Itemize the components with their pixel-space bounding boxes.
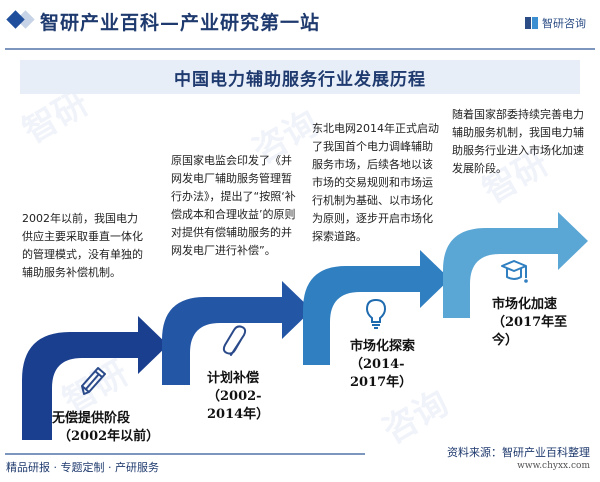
stage-4-period: （2017年至今） bbox=[492, 315, 568, 348]
paperclip-icon bbox=[222, 325, 247, 356]
stage-4-description: 随着国家部委持续完善电力辅助服务机制，我国电力辅助服务行业进入市场化加速发展阶段… bbox=[452, 108, 584, 175]
footer-tagline: 精品研报 · 专题定制 · 产研服务 bbox=[6, 461, 159, 474]
stage-1-name: 无偿提供阶段 bbox=[52, 411, 131, 426]
footer-url[interactable]: www.chyxx.com bbox=[517, 461, 590, 471]
stage-3-period: （2014-2017年） bbox=[350, 357, 413, 390]
brand-name: 智研咨询 bbox=[542, 17, 586, 30]
stage-4-label: 市场化加速 （2017年至今） bbox=[492, 296, 572, 350]
stage-3-label: 市场化探索 （2014-2017年） bbox=[350, 338, 430, 392]
stage-3-arrow bbox=[303, 250, 450, 365]
page-footer: 精品研报 · 专题定制 · 产研服务 资料来源：智研产业百科整理 www.chy… bbox=[0, 442, 600, 482]
stage-2-name: 计划补偿 bbox=[207, 371, 260, 386]
brand-logo: 智研咨询 bbox=[525, 15, 586, 31]
stage-2-description: 原国家电监会印发了《并网发电厂辅助服务管理暂行办法》，提出了“按照‘补偿成本和合… bbox=[171, 154, 296, 257]
chart-title: 中国电力辅助服务行业发展历程 bbox=[174, 69, 426, 90]
stage-1-description: 2002年以前，我国电力供应主要采取垂直一体化的管理模式，没有单独的辅助服务补偿… bbox=[22, 212, 143, 279]
footer-divider bbox=[5, 453, 365, 455]
chart-title-banner: 中国电力辅助服务行业发展历程 bbox=[20, 60, 580, 94]
lightbulb-icon bbox=[365, 298, 387, 329]
stage-3-name: 市场化探索 bbox=[350, 339, 416, 354]
pencil-icon bbox=[81, 367, 106, 395]
stage-4-arrow bbox=[443, 212, 588, 318]
stage-4-name: 市场化加速 bbox=[492, 297, 558, 312]
brand-logo-icon bbox=[525, 17, 538, 29]
stage-2-period: （2002-2014年） bbox=[207, 389, 270, 422]
stage-3-description: 东北电网2014年正式启动了我国首个电力调峰辅助服务市场，后续各地以该市场的交易… bbox=[312, 122, 439, 243]
page-header: 智研产业百科—产业研究第一站 智研咨询 bbox=[0, 0, 600, 50]
stage-2-label: 计划补偿 （2002-2014年） bbox=[207, 370, 287, 424]
stage-2-arrow bbox=[162, 281, 312, 385]
stage-1-arrow bbox=[22, 316, 168, 440]
stage-1-period: （2002年以前） bbox=[58, 429, 160, 444]
stage-1-label: 无偿提供阶段 （2002年以前） bbox=[52, 410, 182, 446]
graduation-cap-icon bbox=[501, 260, 528, 283]
data-source: 资料来源：智研产业百科整理 bbox=[447, 446, 590, 459]
header-divider bbox=[5, 48, 595, 50]
site-title: 智研产业百科—产业研究第一站 bbox=[40, 12, 321, 34]
